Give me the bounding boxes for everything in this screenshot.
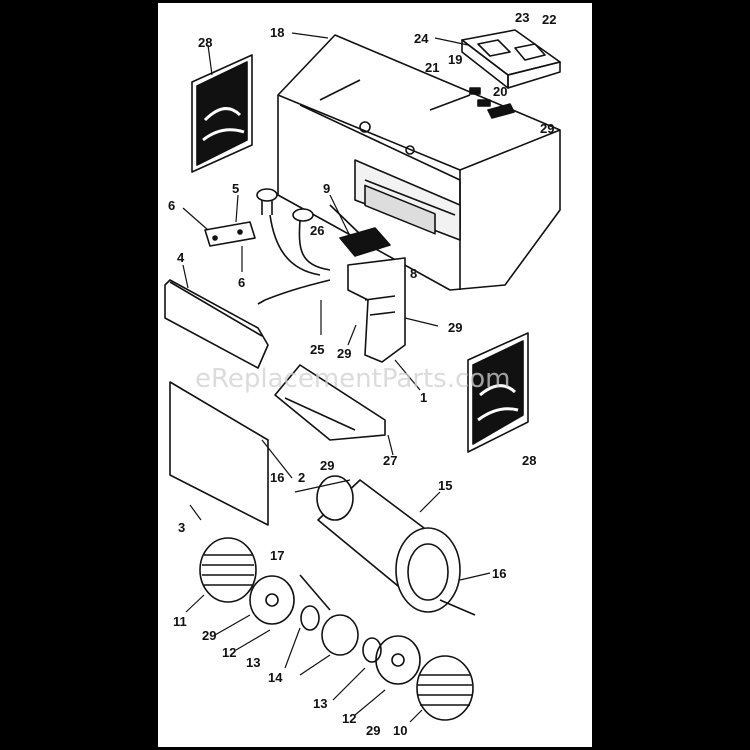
callout-label: 1	[420, 390, 427, 405]
callout-label: 22	[542, 12, 556, 27]
mounting-bracket	[204, 221, 256, 247]
blower-wheel-right	[416, 655, 474, 721]
wiring-harness	[256, 188, 331, 305]
callout-label: 18	[270, 25, 284, 40]
callout-label: 29	[366, 723, 380, 738]
blower-wheel-left	[199, 537, 257, 603]
callout-label: 24	[414, 31, 429, 46]
exhaust-duct	[347, 257, 406, 363]
callout-label: 21	[425, 60, 439, 75]
damper-plate	[274, 364, 386, 441]
callout-label: 2	[298, 470, 305, 485]
motor	[299, 574, 382, 663]
callout-label: 19	[448, 52, 462, 67]
callout-label: 13	[246, 655, 260, 670]
callout-label: 29	[202, 628, 216, 643]
callout-label: 12	[342, 711, 356, 726]
callout-label: 16	[492, 566, 506, 581]
callout-label: 6	[238, 275, 245, 290]
callout-label: 13	[313, 696, 327, 711]
callout-label: 28	[198, 35, 212, 50]
filter-right	[467, 332, 529, 453]
callout-label: 6	[168, 198, 175, 213]
callout-label: 29	[448, 320, 462, 335]
callout-label: 9	[323, 181, 330, 196]
callout-labels: 28 18 24 23 22 19 21 20 29 6 5 9 26 8 4 …	[168, 10, 556, 738]
blower-housing	[316, 475, 476, 616]
callout-label: 3	[178, 520, 185, 535]
callout-label: 27	[383, 453, 397, 468]
vent-cover	[461, 29, 561, 89]
lamp-cover	[164, 279, 269, 369]
leader-lines	[182, 32, 491, 723]
callout-label: 25	[310, 342, 324, 357]
callout-label: 20	[493, 84, 507, 99]
front-panel	[169, 381, 269, 526]
callout-label: 14	[268, 670, 283, 685]
callout-label: 28	[522, 453, 536, 468]
callout-label: 17	[270, 548, 284, 563]
filter-top-left	[191, 54, 253, 173]
callout-label: 29	[320, 458, 334, 473]
hood-body	[277, 34, 561, 291]
callout-label: 29	[540, 121, 554, 136]
callout-label: 16	[270, 470, 284, 485]
callout-label: 10	[393, 723, 407, 738]
callout-label: 29	[337, 346, 351, 361]
callout-label: 4	[177, 250, 185, 265]
watermark-text: eReplacementParts.com	[195, 364, 511, 394]
callout-label: 15	[438, 478, 452, 493]
motor-plate-right	[375, 635, 421, 685]
motor-plate-left	[249, 575, 295, 625]
switch-block	[329, 204, 391, 257]
callout-label: 26	[310, 223, 324, 238]
switch-parts	[469, 87, 515, 119]
callout-label: 12	[222, 645, 236, 660]
callout-label: 11	[173, 614, 187, 629]
callout-label: 5	[232, 181, 239, 196]
callout-label: 23	[515, 10, 529, 25]
callout-label: 8	[410, 266, 417, 281]
